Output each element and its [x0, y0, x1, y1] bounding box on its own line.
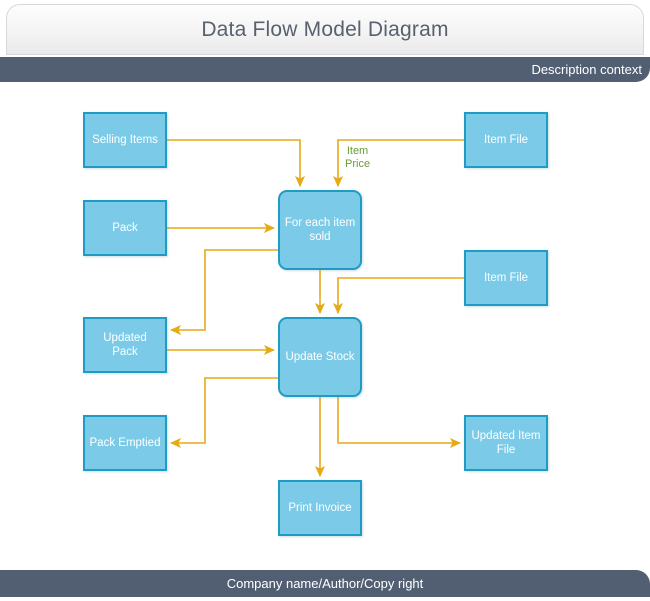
footer-label: Company name/Author/Copy right	[226, 576, 424, 591]
description-context-bar: Description context	[0, 57, 650, 82]
node-label: Item File	[483, 134, 529, 146]
title-bar: Data Flow Model Diagram	[6, 4, 644, 55]
node-updated-item-file[interactable]: Updated Item File	[464, 415, 548, 471]
node-print-invoice[interactable]: Print Invoice	[278, 480, 362, 536]
connector-update-stock-to-updated-item	[337, 397, 462, 449]
node-label: Pack Emptied	[89, 437, 161, 449]
node-for-each-item[interactable]: For each item sold	[278, 190, 362, 270]
page-title: Data Flow Model Diagram	[201, 17, 449, 41]
node-selling-items[interactable]: Selling Items	[83, 112, 167, 168]
connector-for-each-to-updated-pack	[169, 249, 278, 336]
node-label: Selling Items	[92, 134, 158, 146]
footer-bar: Company name/Author/Copy right	[0, 570, 650, 597]
description-context-label: Description context	[531, 62, 642, 77]
node-label: Update Stock	[285, 351, 355, 363]
edge-label-item-price: Item Price	[345, 145, 371, 170]
node-label: Item File	[483, 272, 529, 284]
node-updated-pack[interactable]: Updated Pack	[83, 317, 167, 373]
node-label: Pack	[112, 222, 138, 234]
connector-update-stock-to-pack-emptied	[169, 377, 278, 449]
node-label: Print Invoice	[288, 502, 352, 514]
node-pack-emptied[interactable]: Pack Emptied	[83, 415, 167, 471]
node-item-file-top[interactable]: Item File	[464, 112, 548, 168]
connector-selling-items-to-for-each	[167, 139, 306, 188]
node-label: For each item sold	[284, 217, 356, 243]
node-pack[interactable]: Pack	[83, 200, 167, 256]
node-label: Updated Item File	[471, 430, 541, 456]
connector-item-file-mid-to-update-stock	[332, 277, 464, 315]
node-item-file-mid[interactable]: Item File	[464, 250, 548, 306]
node-label: Updated Pack	[103, 332, 147, 358]
node-update-stock[interactable]: Update Stock	[278, 317, 362, 397]
